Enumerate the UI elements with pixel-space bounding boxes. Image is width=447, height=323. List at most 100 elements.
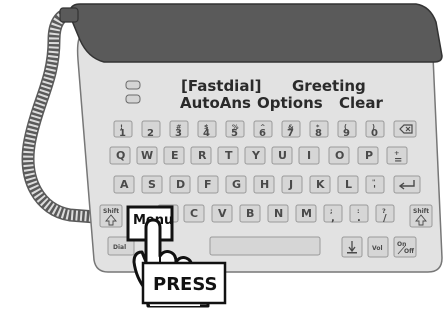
key-b[interactable]: B xyxy=(240,205,260,222)
display-greeting: Greeting xyxy=(292,77,366,95)
svg-text:Q: Q xyxy=(116,149,125,162)
svg-text:=: = xyxy=(394,155,402,166)
key-p[interactable]: P xyxy=(358,147,378,164)
svg-text:B: B xyxy=(246,207,254,220)
svg-text:Vol: Vol xyxy=(372,245,383,252)
on-off-key[interactable]: On Off xyxy=(394,237,416,257)
svg-text:U: U xyxy=(278,149,287,162)
volume-key[interactable]: Vol xyxy=(368,237,388,257)
svg-text:G: G xyxy=(232,178,241,191)
svg-text:.: . xyxy=(357,213,361,224)
key-0-bottom: 0 xyxy=(371,128,378,139)
svg-text:On: On xyxy=(397,241,406,248)
key-9-bottom: 9 xyxy=(343,128,350,139)
key-question[interactable]: ?/ xyxy=(376,205,394,224)
key-5[interactable]: %5 xyxy=(226,121,244,139)
display-clear: Clear xyxy=(339,94,383,112)
key-7[interactable]: &7 xyxy=(282,121,300,139)
svg-text:N: N xyxy=(274,207,283,220)
handset xyxy=(60,4,442,62)
enter-key[interactable] xyxy=(394,176,420,193)
svg-text:C: C xyxy=(190,207,198,220)
svg-text:A: A xyxy=(120,178,129,191)
key-6[interactable]: ^6 xyxy=(254,121,272,139)
key-d[interactable]: D xyxy=(170,176,190,193)
key-c[interactable]: C xyxy=(184,205,204,222)
svg-text:Dial: Dial xyxy=(113,244,126,251)
key-5-bottom: 5 xyxy=(231,128,238,139)
svg-text:R: R xyxy=(198,149,207,162)
key-h[interactable]: H xyxy=(254,176,274,193)
svg-text:L: L xyxy=(345,178,352,191)
svg-text:K: K xyxy=(316,178,325,191)
key-w[interactable]: W xyxy=(137,147,157,164)
key-f[interactable]: F xyxy=(198,176,218,193)
key-7-bottom: 7 xyxy=(287,128,294,139)
key-n[interactable]: N xyxy=(268,205,288,222)
key-q[interactable]: Q xyxy=(110,147,130,164)
svg-text:H: H xyxy=(260,178,269,191)
key-t[interactable]: T xyxy=(218,147,238,164)
key-2-bottom: 2 xyxy=(147,128,154,139)
key-8[interactable]: *8 xyxy=(310,121,328,139)
key-m[interactable]: M xyxy=(296,205,316,222)
key-o[interactable]: O xyxy=(329,147,349,164)
right-shift-key[interactable]: Shift xyxy=(410,205,432,227)
key-r[interactable]: R xyxy=(191,147,211,164)
press-callout: PRESS xyxy=(143,263,225,303)
display-fastdial: [Fastdial] xyxy=(181,77,261,95)
svg-text:/: / xyxy=(383,213,387,224)
svg-text:I: I xyxy=(307,149,311,162)
letter-row-a: A S D F G H J K L "' xyxy=(114,176,420,195)
svg-text:F: F xyxy=(204,178,212,191)
key-0[interactable]: )0 xyxy=(366,121,384,139)
display-options: Options xyxy=(257,94,323,112)
svg-text:Shift: Shift xyxy=(103,208,119,215)
key-g[interactable]: G xyxy=(226,176,246,193)
display-autoans: AutoAns xyxy=(180,94,251,112)
key-plus-equals[interactable]: += xyxy=(387,147,407,166)
svg-text:W: W xyxy=(141,149,153,162)
key-v[interactable]: V xyxy=(212,205,232,222)
key-2[interactable]: 2 xyxy=(142,121,160,139)
letter-row-q: Q W E R T Y U I O P += xyxy=(110,147,407,166)
key-quote[interactable]: "' xyxy=(366,176,384,195)
key-4-bottom: 4 xyxy=(203,128,210,139)
key-1-bottom: 1 xyxy=(119,128,126,139)
key-8-bottom: 8 xyxy=(315,128,322,139)
key-1[interactable]: !1 xyxy=(114,121,132,139)
svg-text:M: M xyxy=(301,207,312,220)
key-u[interactable]: U xyxy=(272,147,292,164)
spacebar[interactable] xyxy=(210,237,320,255)
key-y[interactable]: Y xyxy=(245,147,265,164)
key-3-bottom: 3 xyxy=(175,128,182,139)
left-shift-key[interactable]: Shift xyxy=(100,205,122,227)
press-label: PRESS xyxy=(153,274,217,295)
svg-text:,: , xyxy=(331,213,335,224)
svg-text:S: S xyxy=(148,178,156,191)
key-3[interactable]: #3 xyxy=(170,121,188,139)
svg-text:P: P xyxy=(365,149,373,162)
key-l[interactable]: L xyxy=(338,176,358,193)
svg-text:E: E xyxy=(171,149,179,162)
svg-text:Off: Off xyxy=(404,248,414,255)
svg-text:D: D xyxy=(176,178,185,191)
svg-text:V: V xyxy=(218,207,227,220)
key-4[interactable]: $4 xyxy=(198,121,216,139)
key-j[interactable]: J xyxy=(282,176,302,193)
key-k[interactable]: K xyxy=(310,176,330,193)
key-a[interactable]: A xyxy=(114,176,134,193)
backspace-key[interactable] xyxy=(394,121,416,137)
key-semicolon[interactable]: ;, xyxy=(324,205,342,224)
key-e[interactable]: E xyxy=(164,147,184,164)
key-s[interactable]: S xyxy=(142,176,162,193)
svg-text:': ' xyxy=(373,184,376,195)
key-6-bottom: 6 xyxy=(259,128,266,139)
svg-text:T: T xyxy=(225,149,233,162)
key-i[interactable]: I xyxy=(299,147,319,164)
volume-down-key[interactable] xyxy=(342,237,362,257)
svg-text:Shift: Shift xyxy=(413,208,429,215)
key-9[interactable]: (9 xyxy=(338,121,356,139)
key-colon[interactable]: :. xyxy=(350,205,368,224)
